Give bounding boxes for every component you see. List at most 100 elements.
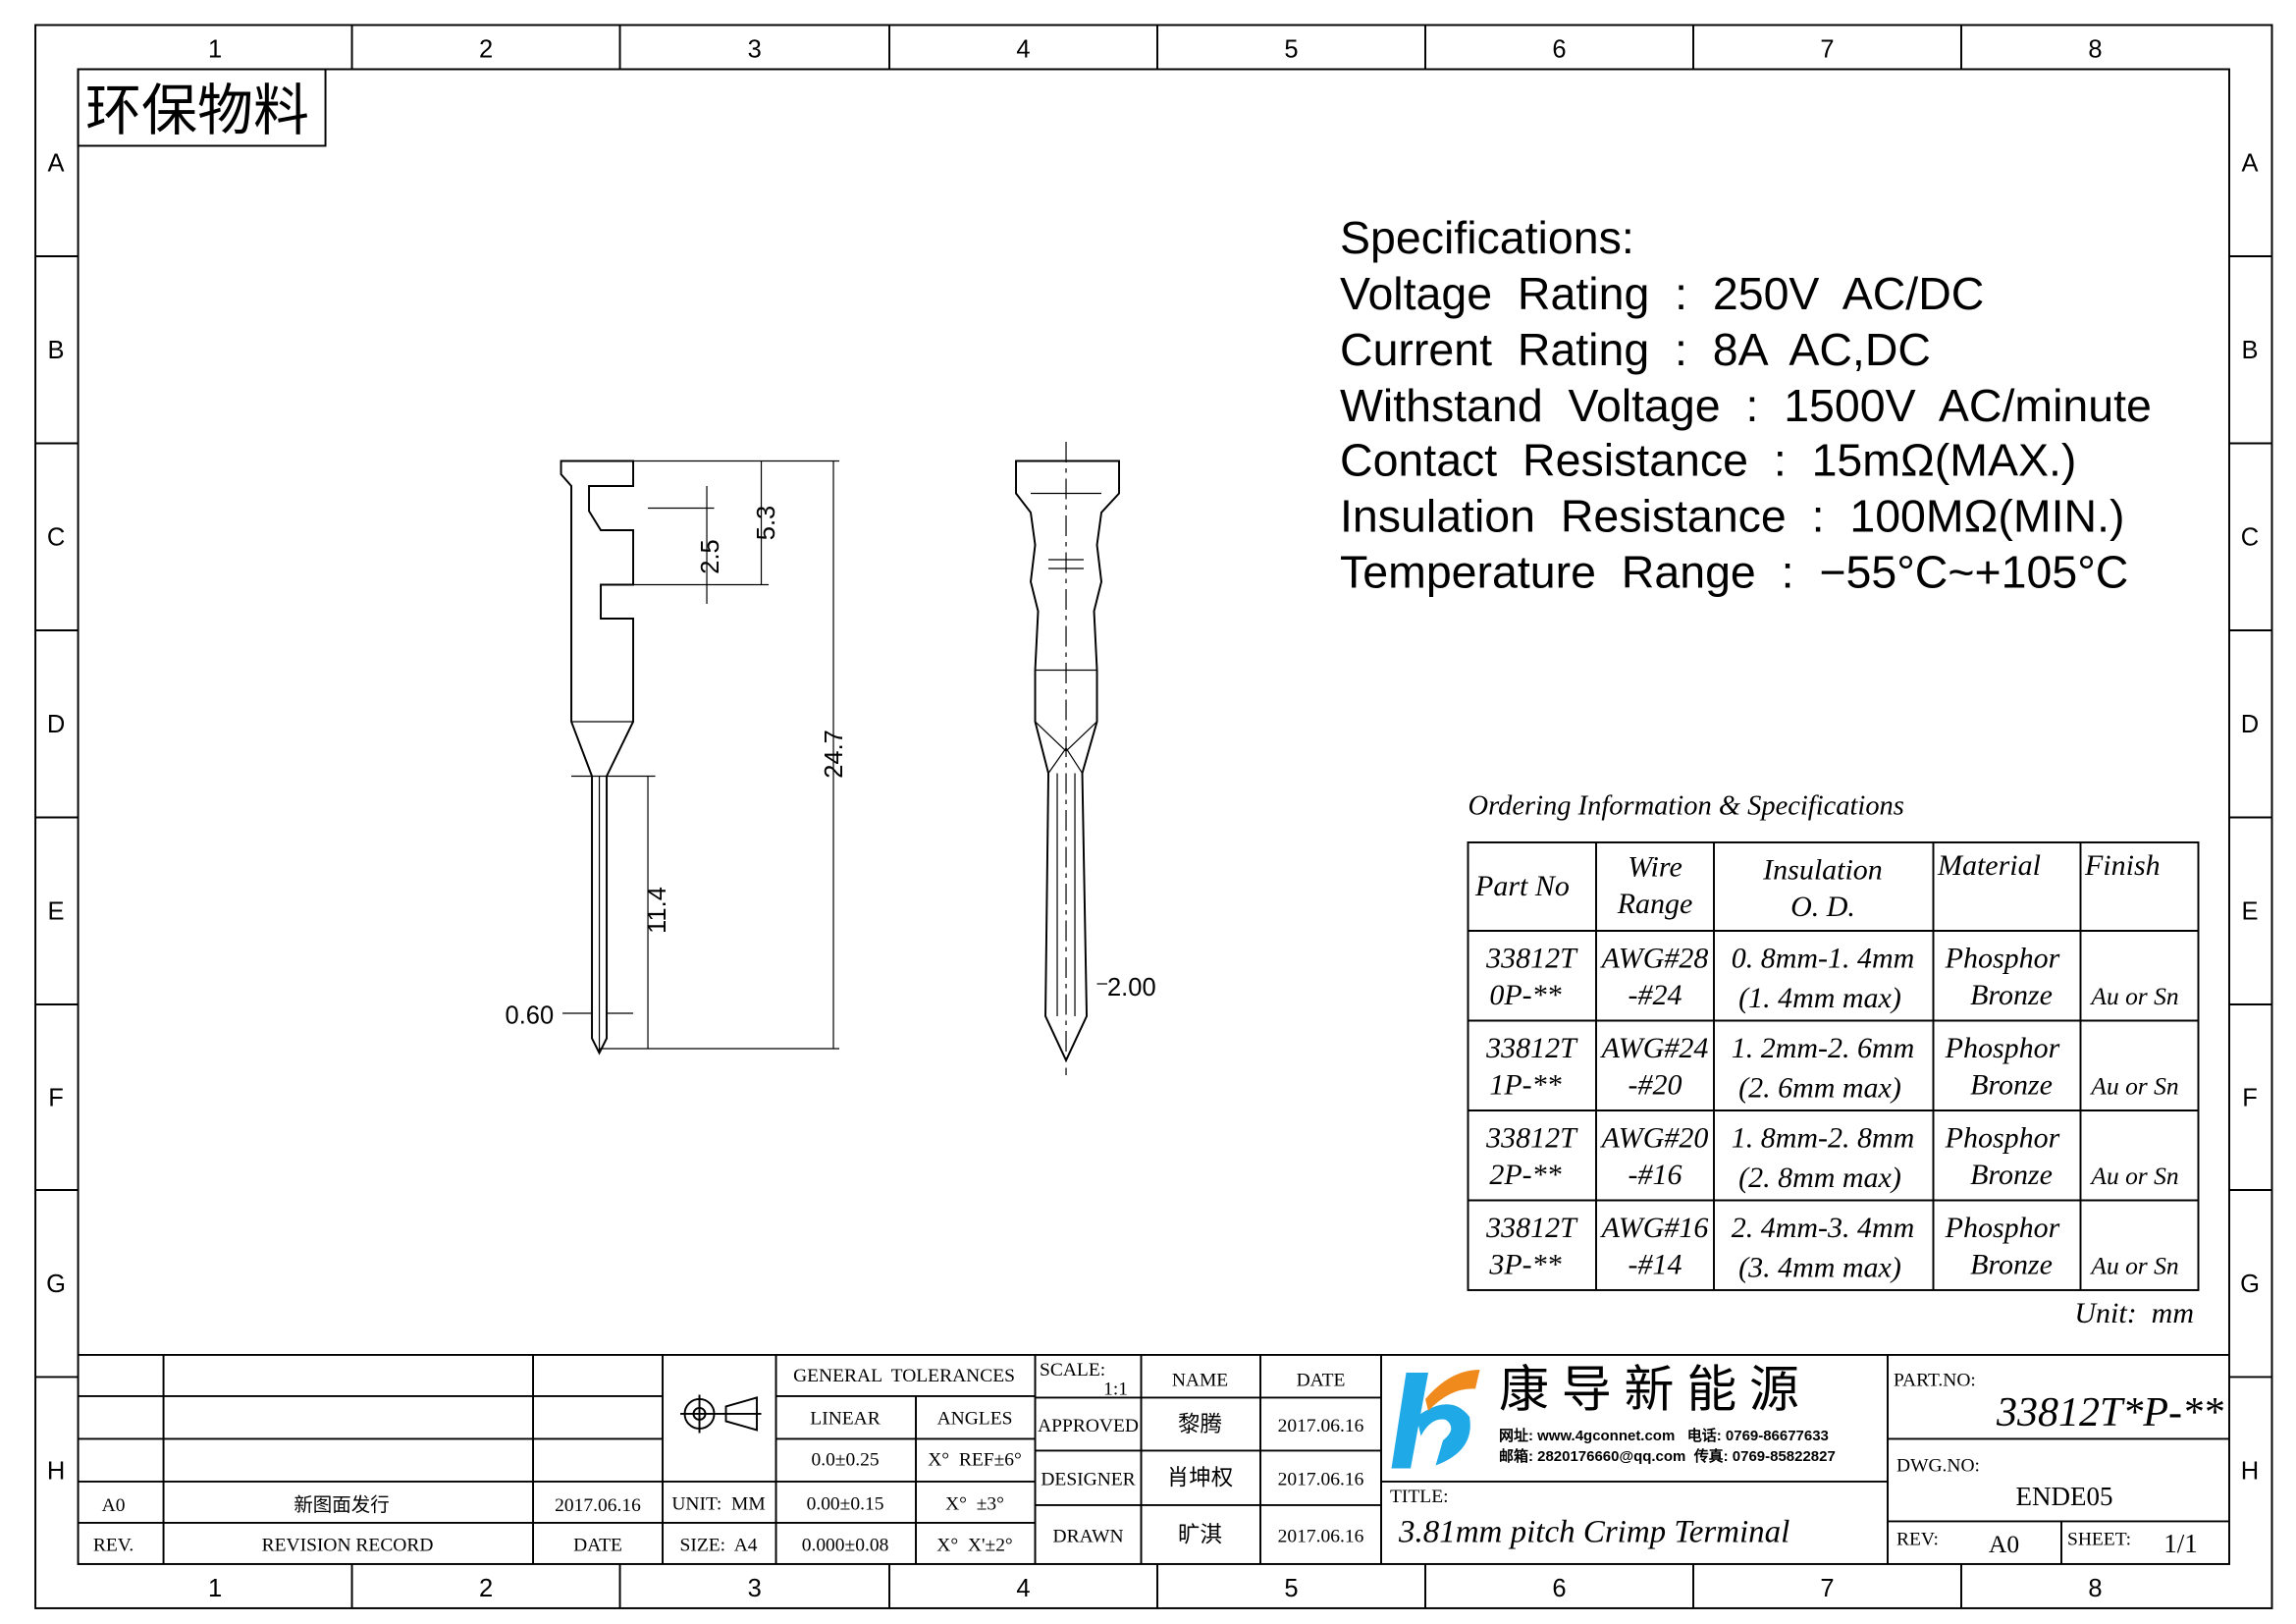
zone-row-label: A	[48, 150, 65, 178]
part-no: 2P-**	[1489, 1159, 1561, 1191]
sheet-value: 1/1	[2163, 1529, 2197, 1558]
tolerance-linear: 0.0±0.25	[811, 1449, 879, 1470]
zone-column-label: 2	[479, 1575, 493, 1602]
general-tolerances: GENERAL TOLERANCES	[793, 1366, 1015, 1386]
revision-record-value: 新图面发行	[294, 1494, 389, 1516]
tolerance-linear: 0.000±0.08	[802, 1535, 889, 1555]
title-label: TITLE:	[1390, 1487, 1449, 1507]
part-no-label: PART.NO:	[1894, 1370, 1976, 1390]
spec-line: Temperature Range : −55°C~+105°C	[1340, 546, 2128, 597]
zone-column-label: 7	[1820, 35, 1834, 63]
company-contact: 网址: www.4gconnet.com 电话: 0769-86677633	[1499, 1427, 1829, 1444]
zone-row-label: H	[47, 1458, 65, 1486]
zone-row-label: F	[2242, 1084, 2258, 1111]
date-header: DATE	[1297, 1370, 1346, 1390]
insulation-od: (2. 6mm max)	[1738, 1071, 1901, 1104]
header-range: Range	[1617, 888, 1693, 920]
header-material: Material	[1937, 849, 2041, 882]
zone-column-label: 7	[1820, 1575, 1834, 1602]
zone-column-label: 2	[479, 35, 493, 63]
dim-11-4: 11.4	[644, 887, 671, 934]
tolerance-angle: X° X'±2°	[936, 1535, 1012, 1555]
signoff-name: 旷淇	[1178, 1522, 1222, 1546]
dwg-no-label: DWG.NO:	[1896, 1455, 1980, 1476]
zone-row-label: D	[47, 711, 65, 738]
zone-row-label: D	[2241, 711, 2259, 738]
company-logo	[1391, 1369, 1480, 1469]
projection-symbol-icon	[680, 1394, 762, 1434]
header-part-no: Part No	[1474, 870, 1570, 902]
zone-row-label: B	[2241, 337, 2258, 364]
wire-range: -#16	[1629, 1159, 1682, 1191]
part-no: 33812T	[1485, 1032, 1578, 1064]
finish: Au or Sn	[2089, 1071, 2178, 1100]
zone-column-label: 4	[1016, 35, 1030, 63]
part-no-value: 33812T*P-**	[1996, 1390, 2223, 1435]
zone-column-label: 1	[208, 35, 222, 63]
material: Bronze	[1970, 1068, 2053, 1101]
unit-label: Unit: mm	[2074, 1297, 2194, 1329]
sheet-label: SHEET:	[2067, 1529, 2131, 1549]
eco-stamp: 环保物料	[85, 81, 309, 142]
dim-0-60: 0.60	[506, 1001, 555, 1029]
zone-row-label: G	[46, 1271, 66, 1298]
insulation-od: 1. 2mm-2. 6mm	[1732, 1032, 1915, 1064]
zone-row-label: B	[48, 337, 65, 364]
part-no: 1P-**	[1489, 1068, 1561, 1101]
finish: Au or Sn	[2089, 1251, 2178, 1279]
zone-row-label: E	[2241, 898, 2258, 926]
zone-column-label: 3	[748, 1575, 762, 1602]
dimensions: 5.3 2.5 24.7 11.4 0.60 2.00	[506, 460, 1156, 1050]
signoff-date: 2017.06.16	[1278, 1416, 1364, 1436]
header-wire: Wire	[1628, 850, 1682, 883]
rev-header: REV.	[93, 1535, 133, 1555]
revision-date-value: 2017.06.16	[555, 1495, 641, 1516]
revision-date-header: DATE	[573, 1535, 622, 1555]
wire-range: -#20	[1629, 1068, 1682, 1101]
finish: Au or Sn	[2089, 1162, 2178, 1190]
part-no: 33812T	[1485, 1212, 1578, 1244]
zone-column-label: 8	[2088, 35, 2102, 63]
zone-column-label: 8	[2088, 1575, 2102, 1602]
size-value: SIZE: A4	[680, 1535, 758, 1555]
zone-column-label: 5	[1284, 1575, 1298, 1602]
dim-2-5: 2.5	[697, 539, 724, 573]
insulation-od: 2. 4mm-3. 4mm	[1732, 1212, 1915, 1244]
zone-row-label: E	[48, 898, 65, 926]
material: Phosphor	[1945, 1032, 2060, 1064]
zone-column-label: 4	[1016, 1575, 1030, 1602]
wire-range: -#24	[1629, 979, 1682, 1011]
ordering-table: Ordering Information & Specifications Pa…	[1467, 790, 2200, 1329]
signoff-role: DRAWN	[1053, 1526, 1124, 1546]
scale-value: 1:1	[1103, 1379, 1128, 1399]
signoff-role: DESIGNER	[1041, 1470, 1135, 1490]
angles-header: ANGLES	[937, 1408, 1013, 1429]
zone-row-label: A	[2241, 150, 2258, 178]
zone-row-label: F	[48, 1084, 64, 1111]
spec-heading: Specifications:	[1340, 212, 1634, 263]
zone-row-label: C	[2241, 524, 2259, 552]
drawing-title: 3.81mm pitch Crimp Terminal	[1398, 1514, 1789, 1549]
part-no: 3P-**	[1488, 1248, 1561, 1280]
spec-line: Contact Resistance : 15mΩ(MAX.)	[1340, 434, 2076, 485]
insulation-od: 1. 8mm-2. 8mm	[1732, 1121, 1915, 1154]
scale-label: SCALE:	[1040, 1360, 1105, 1380]
insulation-od: 0. 8mm-1. 4mm	[1732, 942, 1915, 974]
terminal-side-view	[560, 460, 635, 1056]
zone-column-label: 3	[748, 35, 762, 63]
finish: Au or Sn	[2089, 982, 2178, 1010]
signoff-date: 2017.06.16	[1278, 1470, 1364, 1490]
material: Bronze	[1970, 1248, 2053, 1280]
revision-record-header: REVISION RECORD	[262, 1535, 434, 1555]
tolerance-angle: X° REF±6°	[928, 1449, 1022, 1470]
part-no: 33812T	[1485, 942, 1578, 974]
eco-stamp-box	[77, 68, 327, 147]
zone-column-label: 5	[1284, 35, 1298, 63]
zone-column-label: 6	[1552, 1575, 1566, 1602]
spec-line: Voltage Rating : 250V AC/DC	[1340, 268, 1984, 319]
insulation-od: (3. 4mm max)	[1738, 1251, 1901, 1283]
header-finish: Finish	[2084, 849, 2161, 882]
